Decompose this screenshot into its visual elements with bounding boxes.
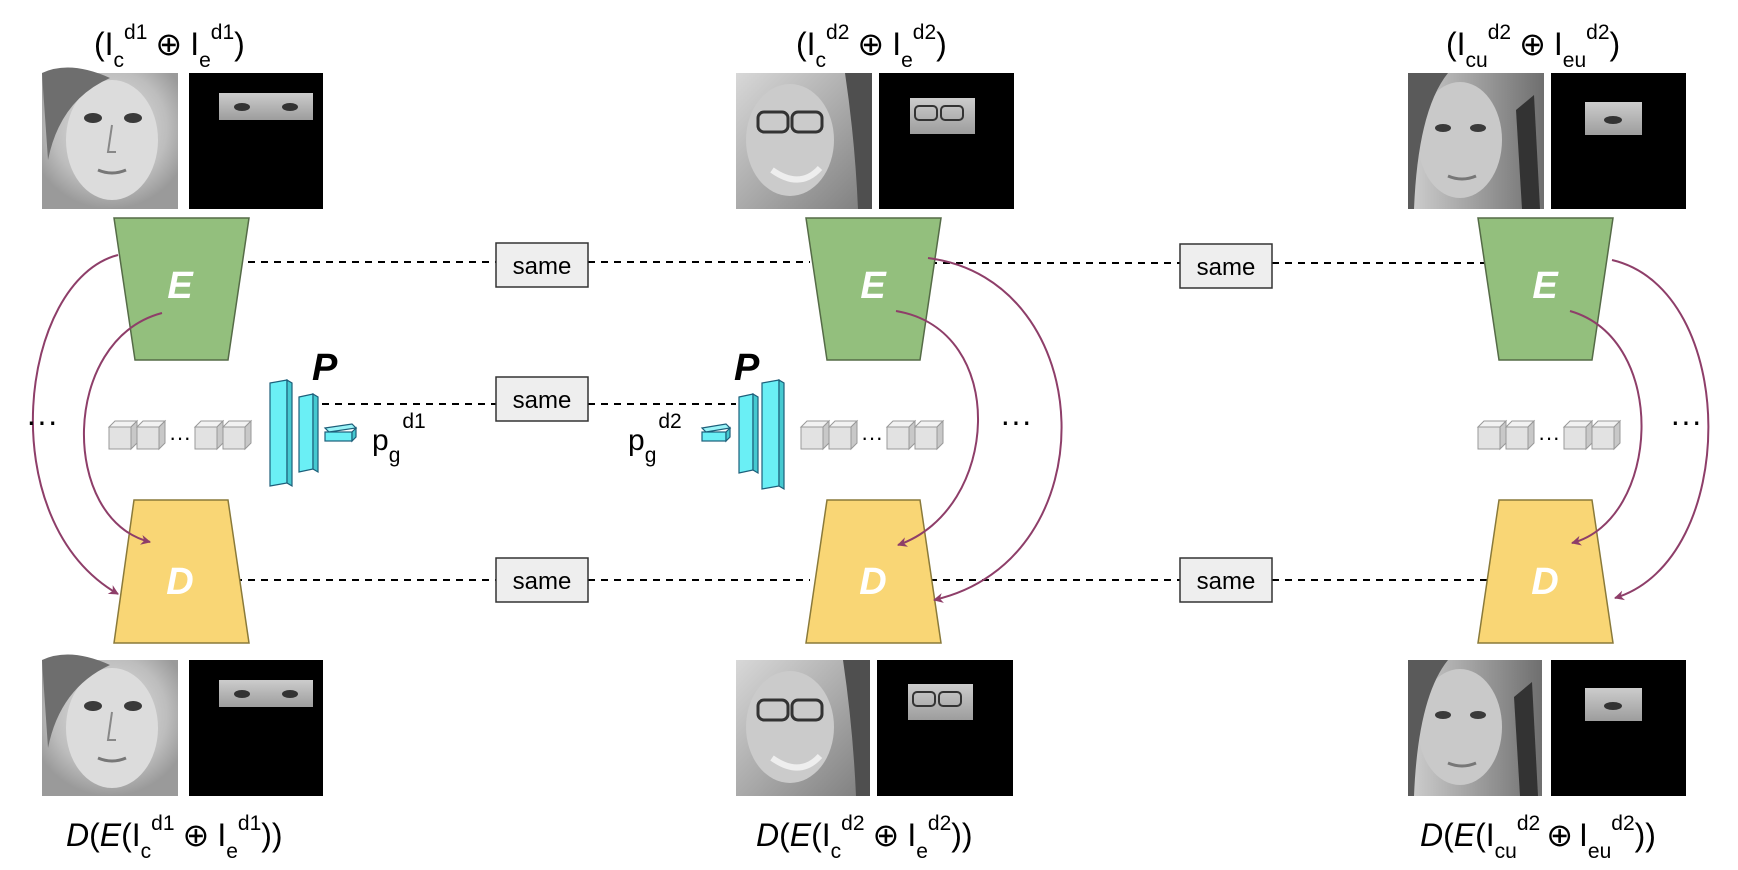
decoder-2: D [805, 499, 942, 644]
eye-crop-woman [189, 73, 323, 209]
same-label: same [1197, 254, 1256, 281]
latent-cube [1504, 419, 1536, 451]
svg-text:D: D [166, 561, 193, 603]
skip-arrow-inner-1 [83, 312, 163, 545]
same-box-p: same [495, 376, 589, 422]
p-network-2: P pgd2 [628, 347, 785, 491]
p-network-1: P pgd1 [269, 347, 426, 488]
ellipsis-1: ··· [26, 403, 58, 439]
latent-cubes-2: ··· [799, 419, 945, 451]
latent-cube [799, 419, 831, 451]
svg-text:D: D [1531, 561, 1558, 603]
same-label: same [513, 253, 572, 280]
eye-crop-woman-reconstructed [189, 660, 323, 796]
p-layer-small-1 [323, 423, 358, 443]
svg-text:E: E [167, 265, 194, 307]
bottom-label-2: D(E(Icd2⊕Ied2)) [756, 812, 973, 863]
column-1: (Icd1⊕Ied1) E D [26, 21, 323, 863]
latent-cube [1590, 419, 1622, 451]
dashed-connectors [222, 261, 1495, 581]
same-box-d2: same [1179, 557, 1273, 603]
cube-ellipsis: ··· [1538, 425, 1560, 450]
encoder-2: E [805, 217, 942, 361]
top-label-2: (Icd2⊕Ied2) [796, 21, 947, 72]
skip-arrow-outer-1 [31, 254, 119, 595]
face-photo-woman-car-reconstructed [1408, 660, 1542, 796]
latent-cube [107, 419, 139, 451]
latent-cubes-3: ··· [1476, 419, 1622, 451]
pg-label-2: pgd2 [628, 410, 682, 467]
pg-label-1: pgd1 [372, 410, 426, 467]
ellipsis-3: ··· [1670, 403, 1702, 439]
ellipsis-2: ··· [1000, 403, 1032, 439]
same-label: same [513, 568, 572, 595]
top-label-3: (Icud2⊕Ieud2) [1446, 21, 1620, 72]
decoder-3: D [1477, 499, 1614, 644]
svg-text:D: D [859, 561, 886, 603]
p-layer-mid-1 [298, 392, 319, 474]
column-3: (Icud2⊕Ieud2) E D ··· ··· [1408, 21, 1710, 863]
p-layer-small-2 [700, 423, 732, 443]
latent-cube [1562, 419, 1594, 451]
svg-text:E: E [860, 265, 887, 307]
latent-cube [1476, 419, 1508, 451]
latent-cube [135, 419, 167, 451]
cube-ellipsis: ··· [169, 425, 191, 450]
latent-cubes-1: ··· [107, 419, 253, 451]
cube-ellipsis: ··· [861, 425, 883, 450]
bottom-label-1: D(E(Icd1⊕Ied1)) [66, 812, 283, 863]
face-photo-woman [42, 67, 178, 209]
top-label-1: (Icd1⊕Ied1) [94, 21, 245, 72]
latent-cube [913, 419, 945, 451]
latent-cube [885, 419, 917, 451]
face-photo-man-glasses [736, 73, 872, 209]
face-photo-woman-car [1408, 73, 1544, 209]
svg-text:P: P [734, 347, 760, 389]
face-photo-man-glasses-reconstructed [736, 660, 870, 796]
eye-crop-woman-car-reconstructed [1551, 660, 1686, 796]
skip-arrow-outer-3 [1611, 259, 1710, 601]
face-photo-woman-reconstructed [42, 654, 178, 796]
skip-arrow-inner-2 [895, 310, 979, 547]
same-box-e1: same [495, 242, 589, 288]
p-layer-tall-2 [761, 378, 785, 491]
eye-crop-man-reconstructed [877, 660, 1013, 796]
same-box-e2: same [1179, 243, 1273, 289]
bottom-label-3: D(E(Icud2⊕Ieud2)) [1420, 812, 1656, 863]
column-2: (Icd2⊕Ied2) E D ··· ··· [736, 21, 1063, 863]
skip-arrow-outer-2 [927, 257, 1063, 603]
svg-text:E: E [1532, 265, 1559, 307]
latent-cube [221, 419, 253, 451]
svg-text:P: P [312, 347, 338, 389]
same-label: same [513, 387, 572, 414]
same-label: same [1197, 568, 1256, 595]
same-box-d1: same [495, 557, 589, 603]
latent-cube [827, 419, 859, 451]
encoder-3: E [1477, 217, 1614, 361]
decoder-1: D [113, 499, 250, 644]
encoder-1: E [113, 217, 250, 361]
p-layer-tall-1 [269, 378, 293, 488]
latent-cube [193, 419, 225, 451]
eye-crop-woman-car [1551, 73, 1686, 209]
skip-arrow-inner-3 [1569, 310, 1643, 546]
eye-crop-man [879, 73, 1014, 209]
p-layer-mid-2 [738, 392, 759, 475]
